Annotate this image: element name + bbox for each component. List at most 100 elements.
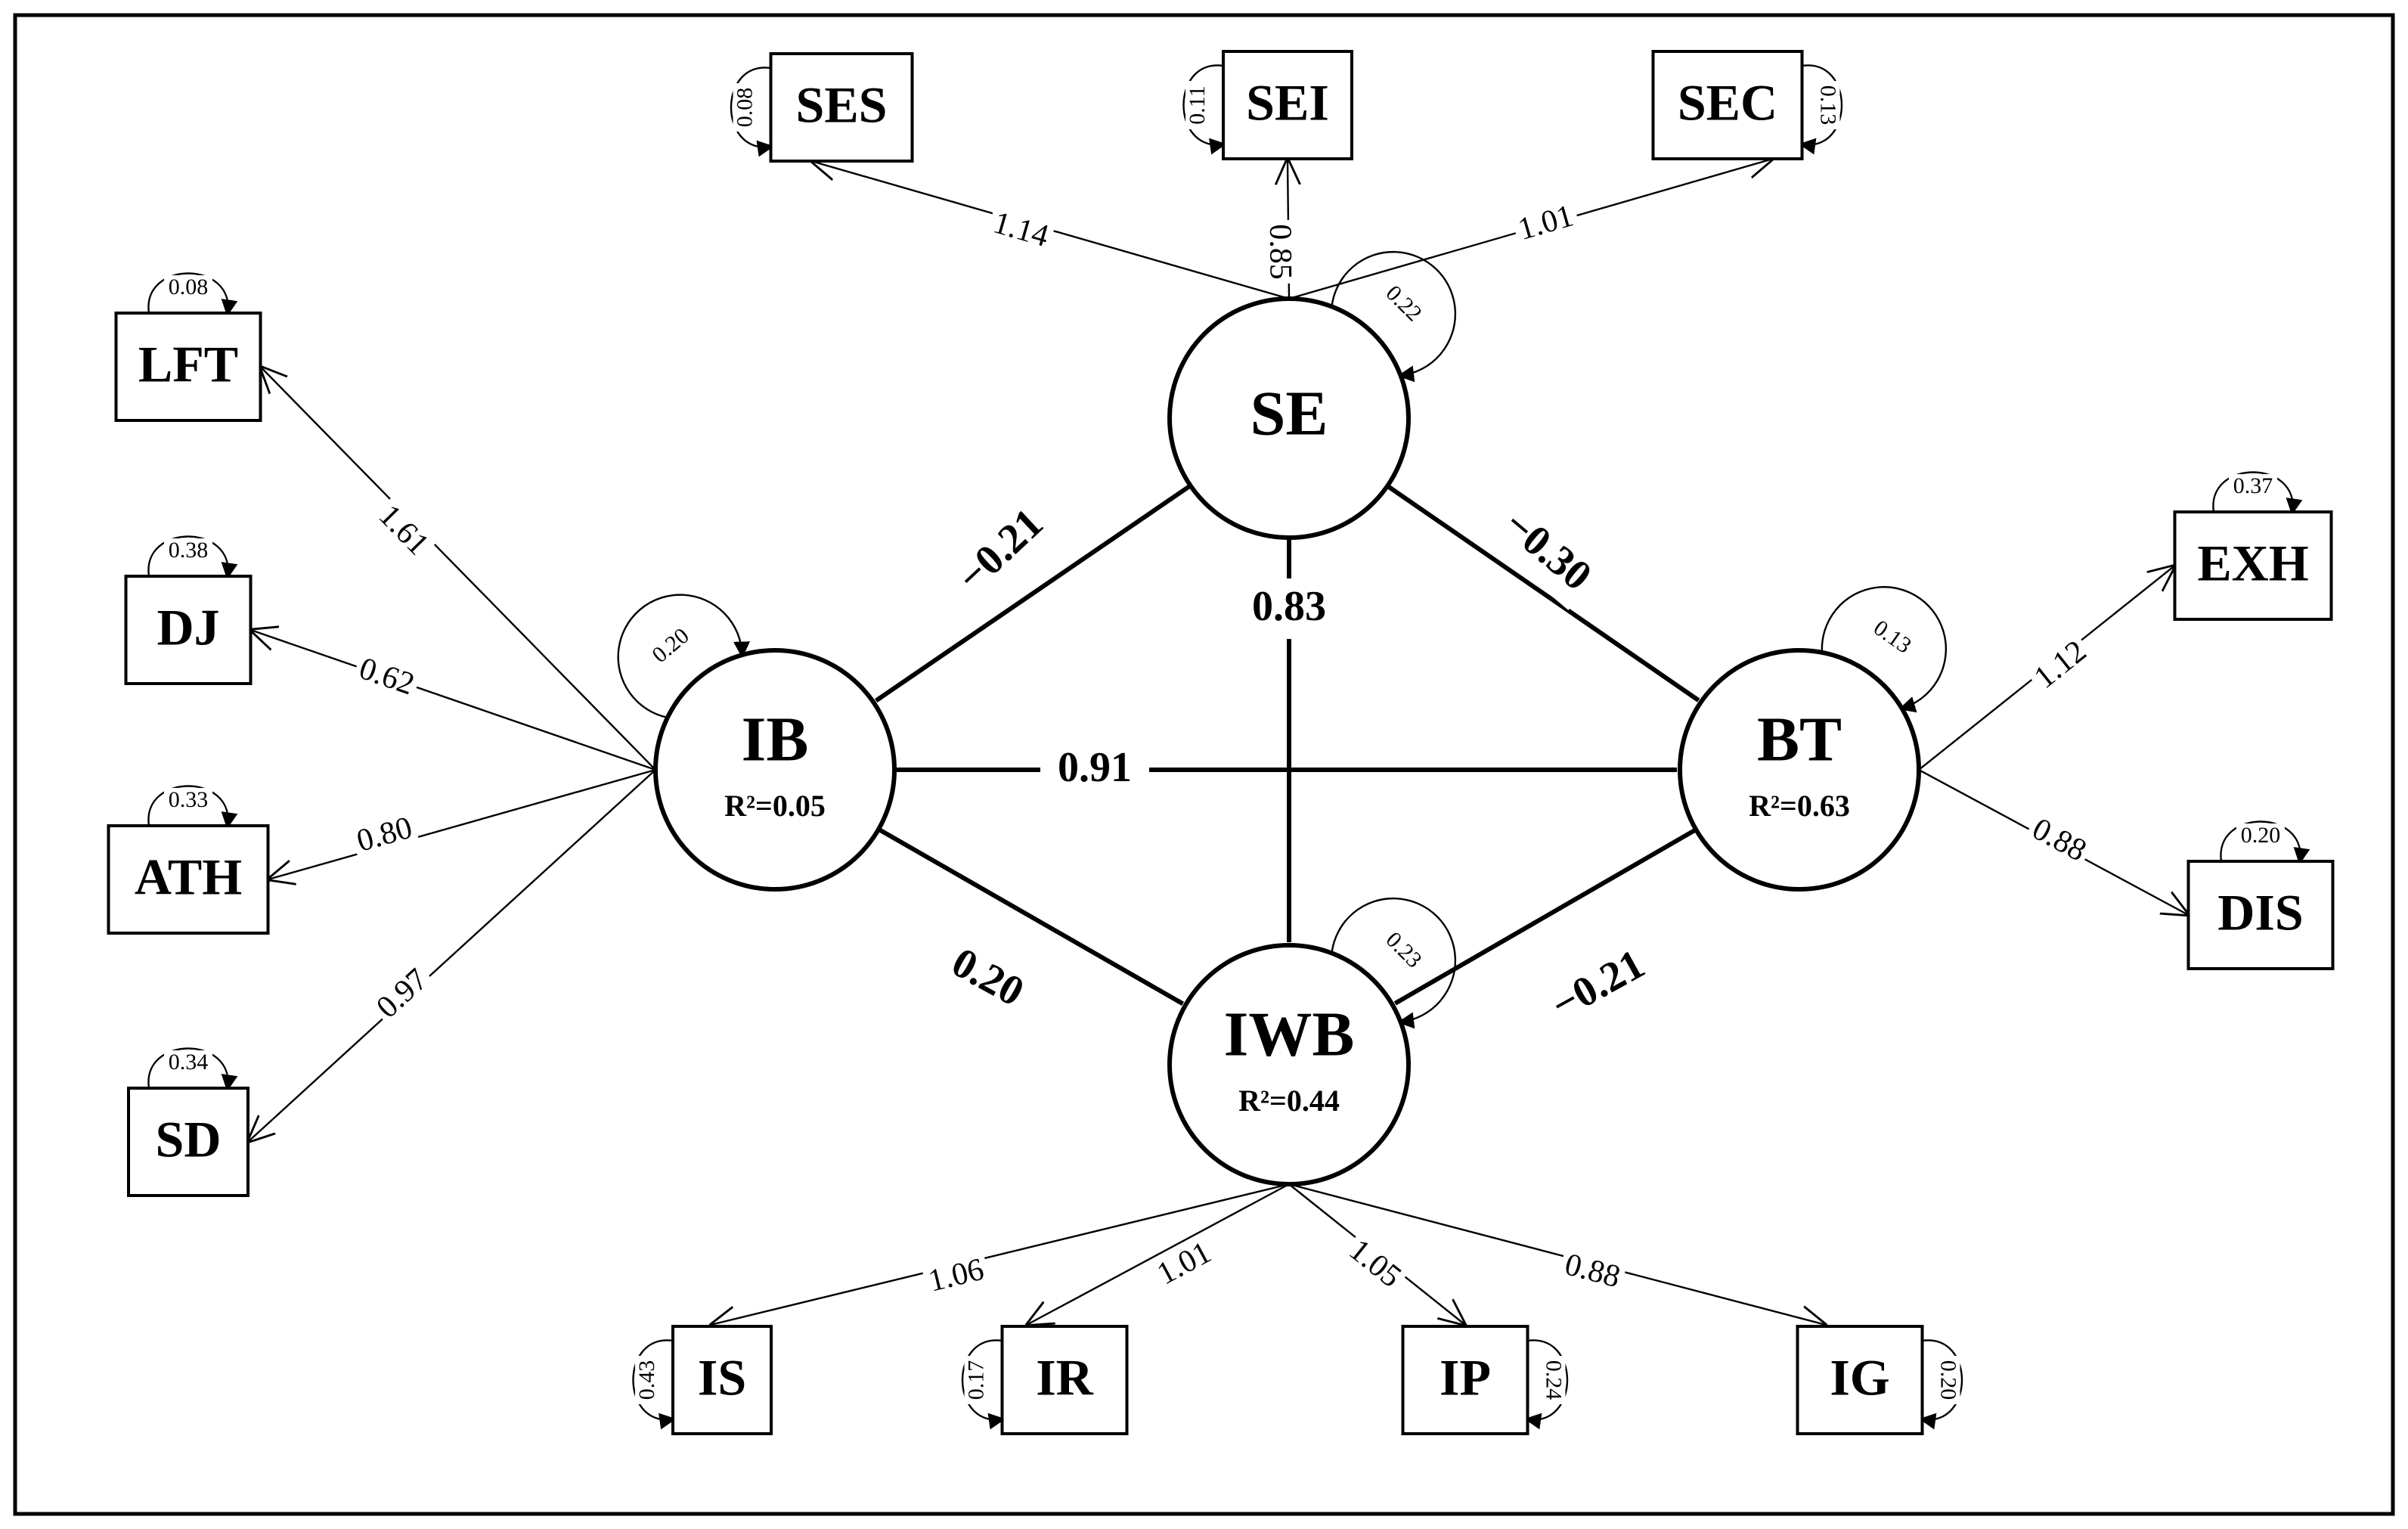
- variance-arc: [142, 1047, 238, 1103]
- variance-value-group: 0.38: [164, 538, 212, 564]
- variance-sei: 0.11: [1182, 59, 1238, 155]
- variance-value-group: 0.11: [1185, 81, 1211, 129]
- indicator-box: [114, 312, 262, 422]
- variance-arc: [2207, 471, 2303, 526]
- loading-coef-ib-sd: 0.97: [367, 959, 439, 1030]
- variance-arc: [1182, 59, 1238, 155]
- indicator-box: [1000, 1325, 1129, 1435]
- variance-value-group: 0.20: [1934, 1356, 1961, 1404]
- variance-value: 0.11: [1185, 85, 1210, 124]
- latent-circle: [1167, 943, 1411, 1186]
- variance-value: 0.08: [169, 274, 209, 299]
- indicator-label: IS: [698, 1349, 746, 1406]
- loading-coef-text: 0.88: [1561, 1247, 1624, 1295]
- indicator-dis: DIS: [2186, 860, 2335, 970]
- loading-coef-text: 0.80: [353, 811, 416, 859]
- indicator-label: IP: [1440, 1349, 1491, 1406]
- variance-value-group: 0.08: [732, 83, 759, 132]
- latent-circle: [653, 648, 897, 892]
- variance-ip: 0.24: [1513, 1334, 1569, 1430]
- indicator-label: IR: [1036, 1349, 1093, 1406]
- path-coef-text: 0.83: [1252, 583, 1326, 630]
- loading-ib-to-ath: [268, 768, 656, 879]
- variance-value: 0.08: [732, 88, 757, 128]
- variance-value-group: 0.33: [164, 787, 212, 814]
- indicator-label: DIS: [2217, 884, 2303, 941]
- variance-dis: 0.20: [2214, 820, 2310, 876]
- latent-r2: R²=0.63: [1749, 789, 1850, 823]
- loading-coef-iwb-ip: 1.05: [1338, 1230, 1411, 1298]
- variance-value: 0.20: [1936, 1360, 1961, 1400]
- path-coef-text: 0.91: [1058, 744, 1132, 791]
- variance-value: 0.24: [1542, 1360, 1567, 1400]
- variance-ath: 0.33: [142, 785, 238, 840]
- variance-value: 0.43: [634, 1360, 659, 1400]
- loading-iwb-to-ig: [1288, 1183, 1826, 1325]
- loading-coef-ib-dj: 0.62: [350, 650, 423, 706]
- path-bt-to-iwb: [1393, 827, 1697, 1006]
- loading-coef-text: 1.06: [925, 1252, 987, 1299]
- indicator-is: IS: [671, 1325, 773, 1435]
- variance-value: 0.34: [169, 1050, 209, 1075]
- variance-value: 0.17: [963, 1360, 988, 1400]
- indicator-dj: DJ: [124, 575, 253, 685]
- path-coef-se-ib: −0.21: [941, 492, 1062, 612]
- variance-value: 0.37: [2233, 473, 2273, 498]
- indicator-ath: ATH: [107, 824, 270, 935]
- variance-arc: [1814, 586, 1948, 713]
- variance-value-group: 0.43: [634, 1356, 661, 1404]
- path-se-to-ib: [875, 483, 1192, 703]
- indicator-box: [2186, 860, 2335, 970]
- latent-circle: [1678, 648, 1921, 892]
- loading-coef-iwb-ir: 1.01: [1148, 1233, 1222, 1295]
- variance-is: 0.43: [632, 1334, 687, 1430]
- variance-value-group: 0.37: [2229, 473, 2277, 500]
- indicator-label: DJ: [157, 599, 219, 656]
- indicator-sei: SEI: [1222, 50, 1353, 160]
- variance-value-group: 0.20: [644, 621, 699, 672]
- indicator-box: [107, 824, 270, 935]
- variance-arc: [617, 594, 751, 729]
- path-coef-ib-bt: 0.91: [1040, 740, 1149, 800]
- indicator-sec: SEC: [1651, 50, 1804, 160]
- variance-arc: [142, 785, 238, 840]
- indicator-label: IG: [1830, 1349, 1889, 1406]
- indicator-label: SES: [796, 76, 888, 134]
- indicator-label: EXH: [2197, 535, 2308, 592]
- variance-sd: 0.34: [142, 1047, 238, 1103]
- indicator-lft: LFT: [114, 312, 262, 422]
- variance-exh: 0.37: [2207, 471, 2303, 526]
- loading-iwb-to-is: [711, 1183, 1290, 1325]
- indicator-box: [671, 1325, 773, 1435]
- variance-value-group: 0.24: [1539, 1356, 1567, 1404]
- path-ib-to-iwb: [877, 827, 1184, 1006]
- variance-arc: [730, 61, 786, 157]
- path-coef-ib-iwb: 0.20: [924, 926, 1049, 1032]
- loading-coef-iwb-ig: 0.88: [1557, 1246, 1628, 1298]
- variance-value-group: 0.34: [164, 1050, 212, 1076]
- latent-label: IWB: [1224, 999, 1355, 1069]
- variance-arc: [632, 1334, 687, 1430]
- latent-se: SE: [1167, 296, 1411, 540]
- loading-coef-ib-ath: 0.80: [349, 809, 420, 862]
- indicator-label: LFT: [138, 336, 238, 393]
- loading-coef-ib-lft: 1.61: [367, 495, 439, 566]
- indicator-box: [769, 52, 914, 163]
- indicator-box: [124, 575, 253, 685]
- indicator-box: [2173, 510, 2333, 621]
- indicator-label: SEI: [1246, 74, 1329, 132]
- indicator-sd: SD: [127, 1087, 249, 1197]
- variance-arc: [1322, 250, 1457, 383]
- path-coef-bt-iwb: −0.21: [1536, 934, 1662, 1040]
- indicator-box: [127, 1087, 249, 1197]
- indicator-ses: SES: [769, 52, 914, 163]
- variance-arc: [1787, 59, 1843, 155]
- indicator-ir: IR: [1000, 1325, 1129, 1435]
- loading-ib-to-sd: [248, 769, 656, 1142]
- variance-arc: [142, 535, 238, 591]
- variance-value-group: 0.23: [1376, 924, 1430, 978]
